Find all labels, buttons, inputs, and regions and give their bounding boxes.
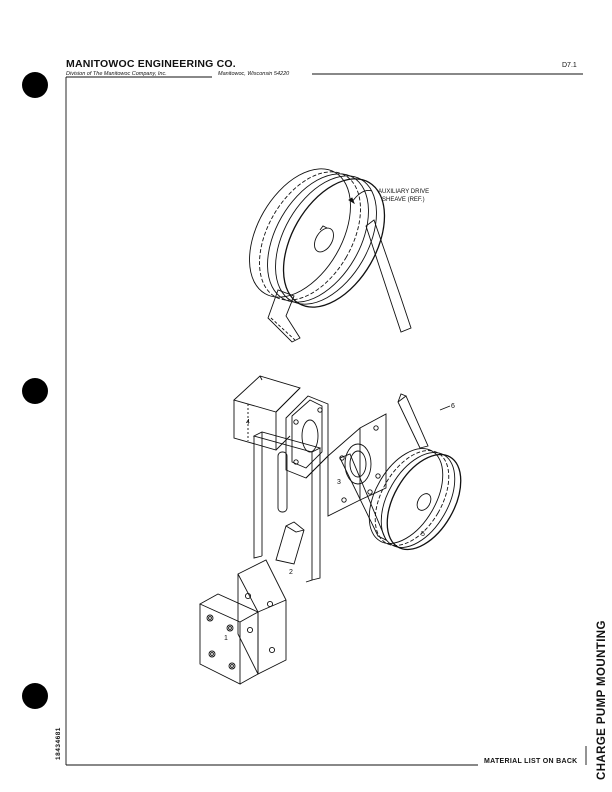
part-6-belt	[397, 395, 429, 449]
part-label-1: 1	[224, 635, 228, 642]
document-id: 18434681	[55, 727, 62, 760]
part-3-adapter-plate	[285, 395, 329, 479]
part-3-mounting-bracket	[305, 413, 387, 517]
part-label-6: 6	[451, 403, 455, 410]
sheave-callout-line2: SHEAVE (REF.)	[382, 197, 425, 203]
part-label-4: 4	[246, 419, 250, 426]
auxiliary-drive-sheave	[249, 168, 412, 343]
binder-hole-top	[22, 72, 48, 98]
part-2-strap	[252, 431, 322, 583]
location-text: Manitowoc, Wisconsin 54220	[218, 71, 290, 77]
part-label-5: 5	[421, 531, 425, 538]
part-5-pump-sheave	[339, 393, 462, 551]
part-label-2: 2	[289, 569, 293, 576]
part-label-3: 3	[337, 479, 341, 486]
part-2-plate	[237, 559, 287, 675]
binder-hole-middle	[22, 378, 48, 404]
page-code: D7.1	[562, 62, 577, 69]
binder-hole-bottom	[22, 683, 48, 709]
company-name: MANITOWOC ENGINEERING CO.	[66, 58, 236, 70]
material-note: MATERIAL LIST ON BACK	[484, 758, 578, 765]
side-title: CHARGE PUMP MOUNTING	[596, 620, 608, 780]
part-4-pump	[233, 375, 301, 451]
division-text: Division of The Manitowoc Company, Inc.	[66, 71, 167, 77]
part-1-block	[198, 593, 260, 685]
sheave-callout-line1: AUXILIARY DRIVE	[378, 189, 429, 195]
